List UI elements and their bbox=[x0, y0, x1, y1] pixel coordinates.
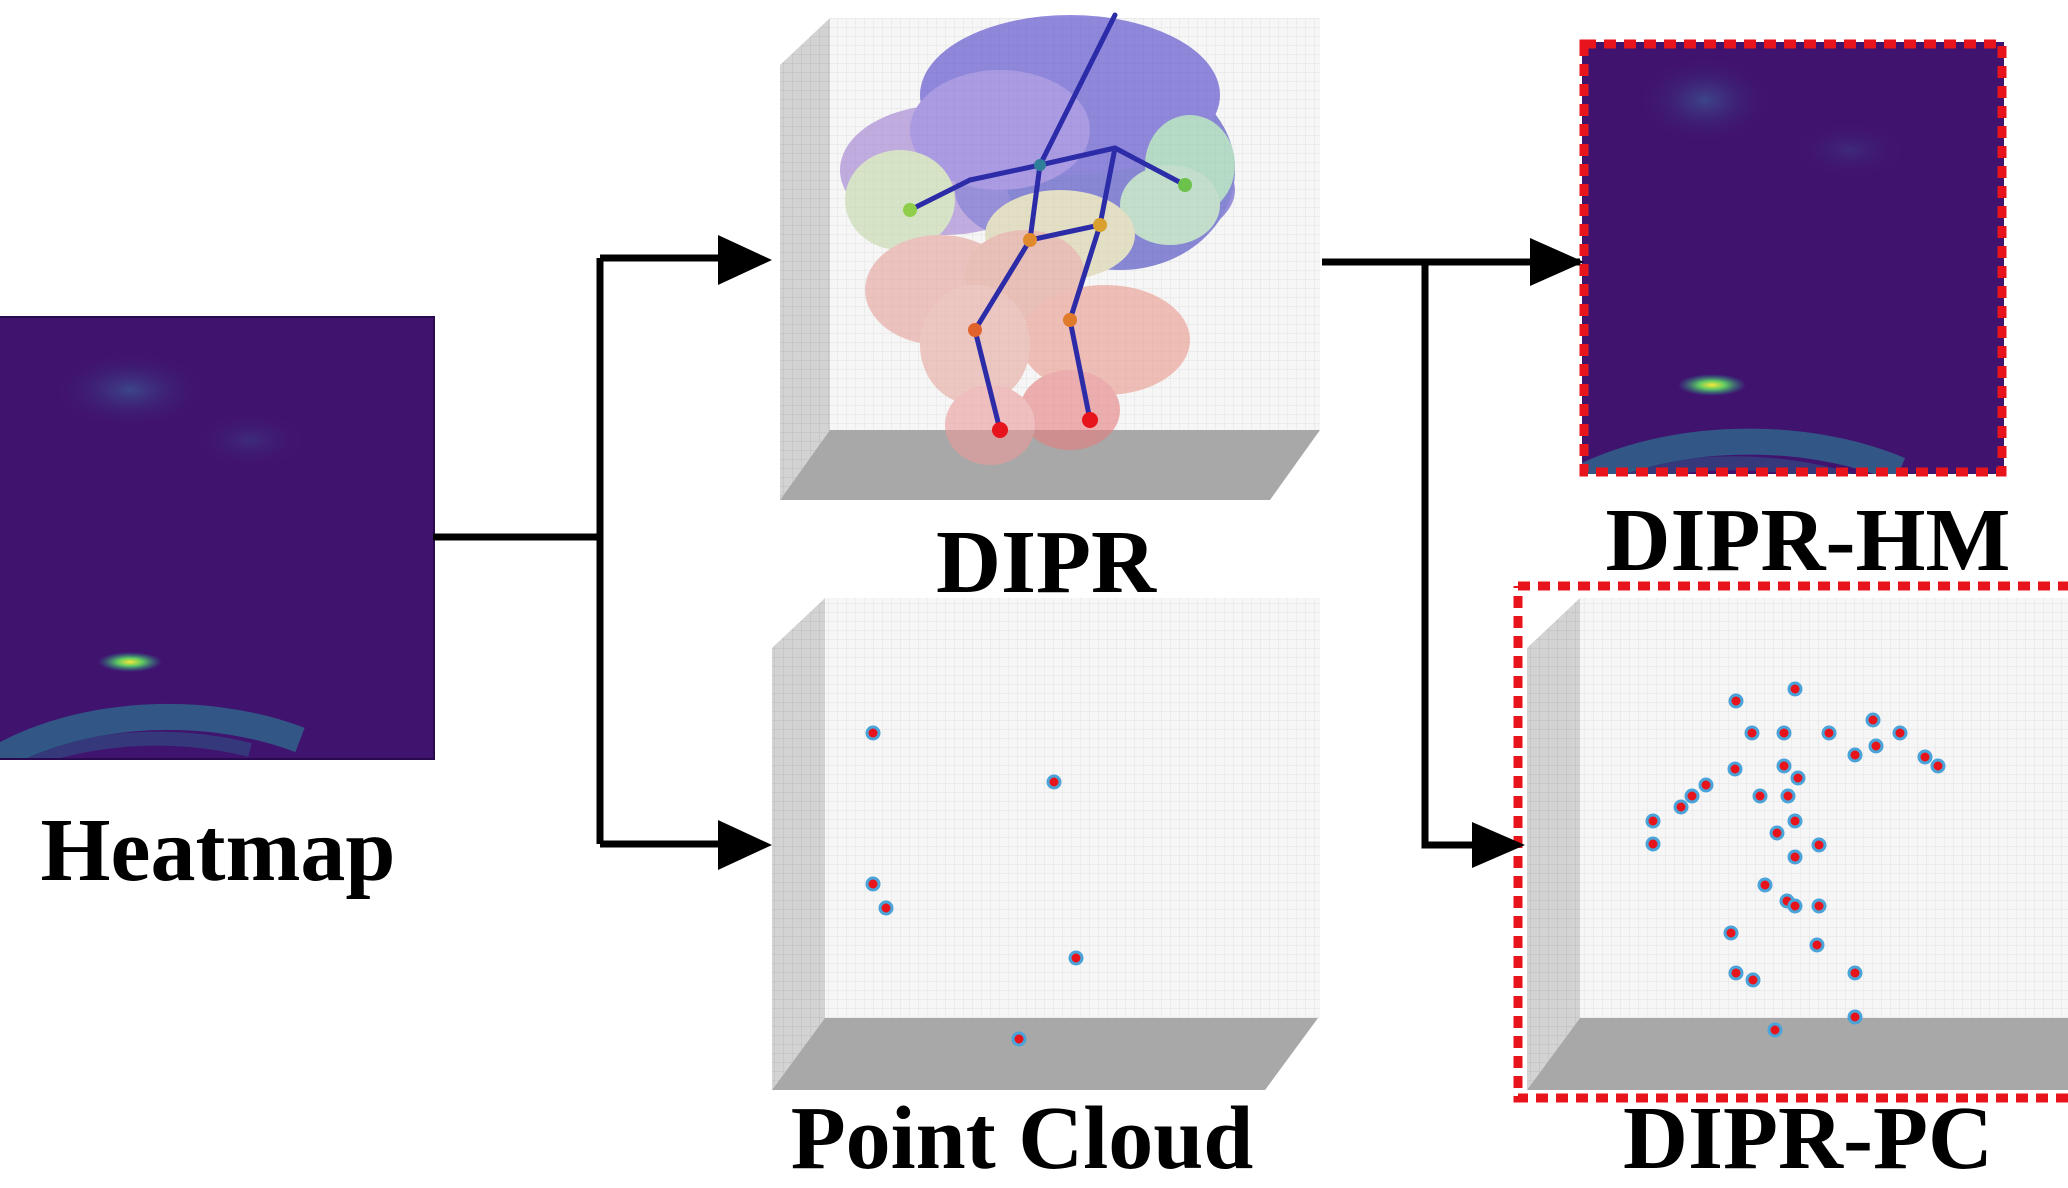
dipr-pc-points bbox=[1645, 681, 1946, 1038]
dipr-pc-point-8 bbox=[1847, 747, 1863, 763]
dipr-pc-point-36 bbox=[1767, 1022, 1783, 1038]
flow-arrows bbox=[433, 254, 1580, 849]
dipr-pc-point-21 bbox=[1645, 836, 1661, 852]
dipr-pc-point-10 bbox=[1917, 749, 1933, 765]
arrow-to-dipr-icon bbox=[718, 235, 772, 285]
dipr-pc-point-6 bbox=[1865, 712, 1881, 728]
dipr-pc-point-9 bbox=[1892, 725, 1908, 741]
point-cloud-3d-box bbox=[772, 598, 1320, 1090]
dipr-pc-point-28 bbox=[1787, 898, 1803, 914]
dipr-hm-image bbox=[1579, 39, 2007, 477]
arrow-to-dipr-pc-icon bbox=[1472, 822, 1525, 868]
dipr-pc-point-1 bbox=[1728, 693, 1744, 709]
dipr-pc-point-29 bbox=[1811, 898, 1827, 914]
dipr-pc-point-14 bbox=[1790, 770, 1806, 786]
heatmap-image bbox=[0, 316, 435, 760]
dipr-pc-point-26 bbox=[1757, 877, 1773, 893]
dipr-hm-label: DIPR-HM bbox=[1605, 491, 2011, 590]
dipr-pc-point-3 bbox=[1744, 725, 1760, 741]
dipr-pc-point-35 bbox=[1847, 1009, 1863, 1025]
dipr-pc-point-16 bbox=[1684, 788, 1700, 804]
dipr-pc-point-33 bbox=[1745, 972, 1761, 988]
dipr-pc-point-23 bbox=[1787, 813, 1803, 829]
dipr-pc-3d-box bbox=[1513, 581, 2068, 1103]
dipr-pc-point-17 bbox=[1673, 799, 1689, 815]
dipr-pc-point-19 bbox=[1780, 788, 1796, 804]
dipr-pc-point-32 bbox=[1728, 965, 1744, 981]
dipr-pc-point-7 bbox=[1868, 738, 1884, 754]
dipr-pc-point-13 bbox=[1776, 758, 1792, 774]
dipr-pc-point-2 bbox=[1787, 681, 1803, 697]
arrow-to-point-cloud-icon bbox=[718, 820, 772, 870]
dipr-label: DIPR bbox=[936, 513, 1156, 612]
dipr-pc-point-20 bbox=[1645, 813, 1661, 829]
dipr-pc-point-34 bbox=[1847, 965, 1863, 981]
dipr-pc-point-11 bbox=[1930, 758, 1946, 774]
dipr-pc-point-5 bbox=[1821, 725, 1837, 741]
arrow-heads bbox=[718, 235, 1584, 870]
dipr-pc-point-31 bbox=[1809, 937, 1825, 953]
dipr-3d-box bbox=[780, 12, 1320, 500]
point-cloud-point-4 bbox=[878, 900, 894, 916]
dipr-pc-point-4 bbox=[1776, 725, 1792, 741]
dipr-pc-point-24 bbox=[1811, 837, 1827, 853]
dipr-pc-point-25 bbox=[1787, 849, 1803, 865]
dipr-pc-point-30 bbox=[1723, 925, 1739, 941]
heatmap-label: Heatmap bbox=[40, 801, 396, 900]
point-cloud-point-5 bbox=[1068, 950, 1084, 966]
dipr-pc-label: DIPR-PC bbox=[1623, 1089, 1993, 1188]
point-cloud-point-1 bbox=[865, 725, 881, 741]
dipr-pc-point-22 bbox=[1769, 825, 1785, 841]
dipr-pc-point-18 bbox=[1752, 788, 1768, 804]
arrow-to-dipr-hm-icon bbox=[1530, 238, 1584, 286]
point-cloud-point-3 bbox=[865, 876, 881, 892]
dipr-pc-point-15 bbox=[1698, 777, 1714, 793]
dipr-pc-point-12 bbox=[1727, 761, 1743, 777]
point-cloud-point-6 bbox=[1011, 1031, 1027, 1047]
point-cloud-point-2 bbox=[1046, 774, 1062, 790]
point-cloud-points bbox=[865, 725, 1084, 1047]
point-cloud-label: Point Cloud bbox=[790, 1089, 1254, 1188]
